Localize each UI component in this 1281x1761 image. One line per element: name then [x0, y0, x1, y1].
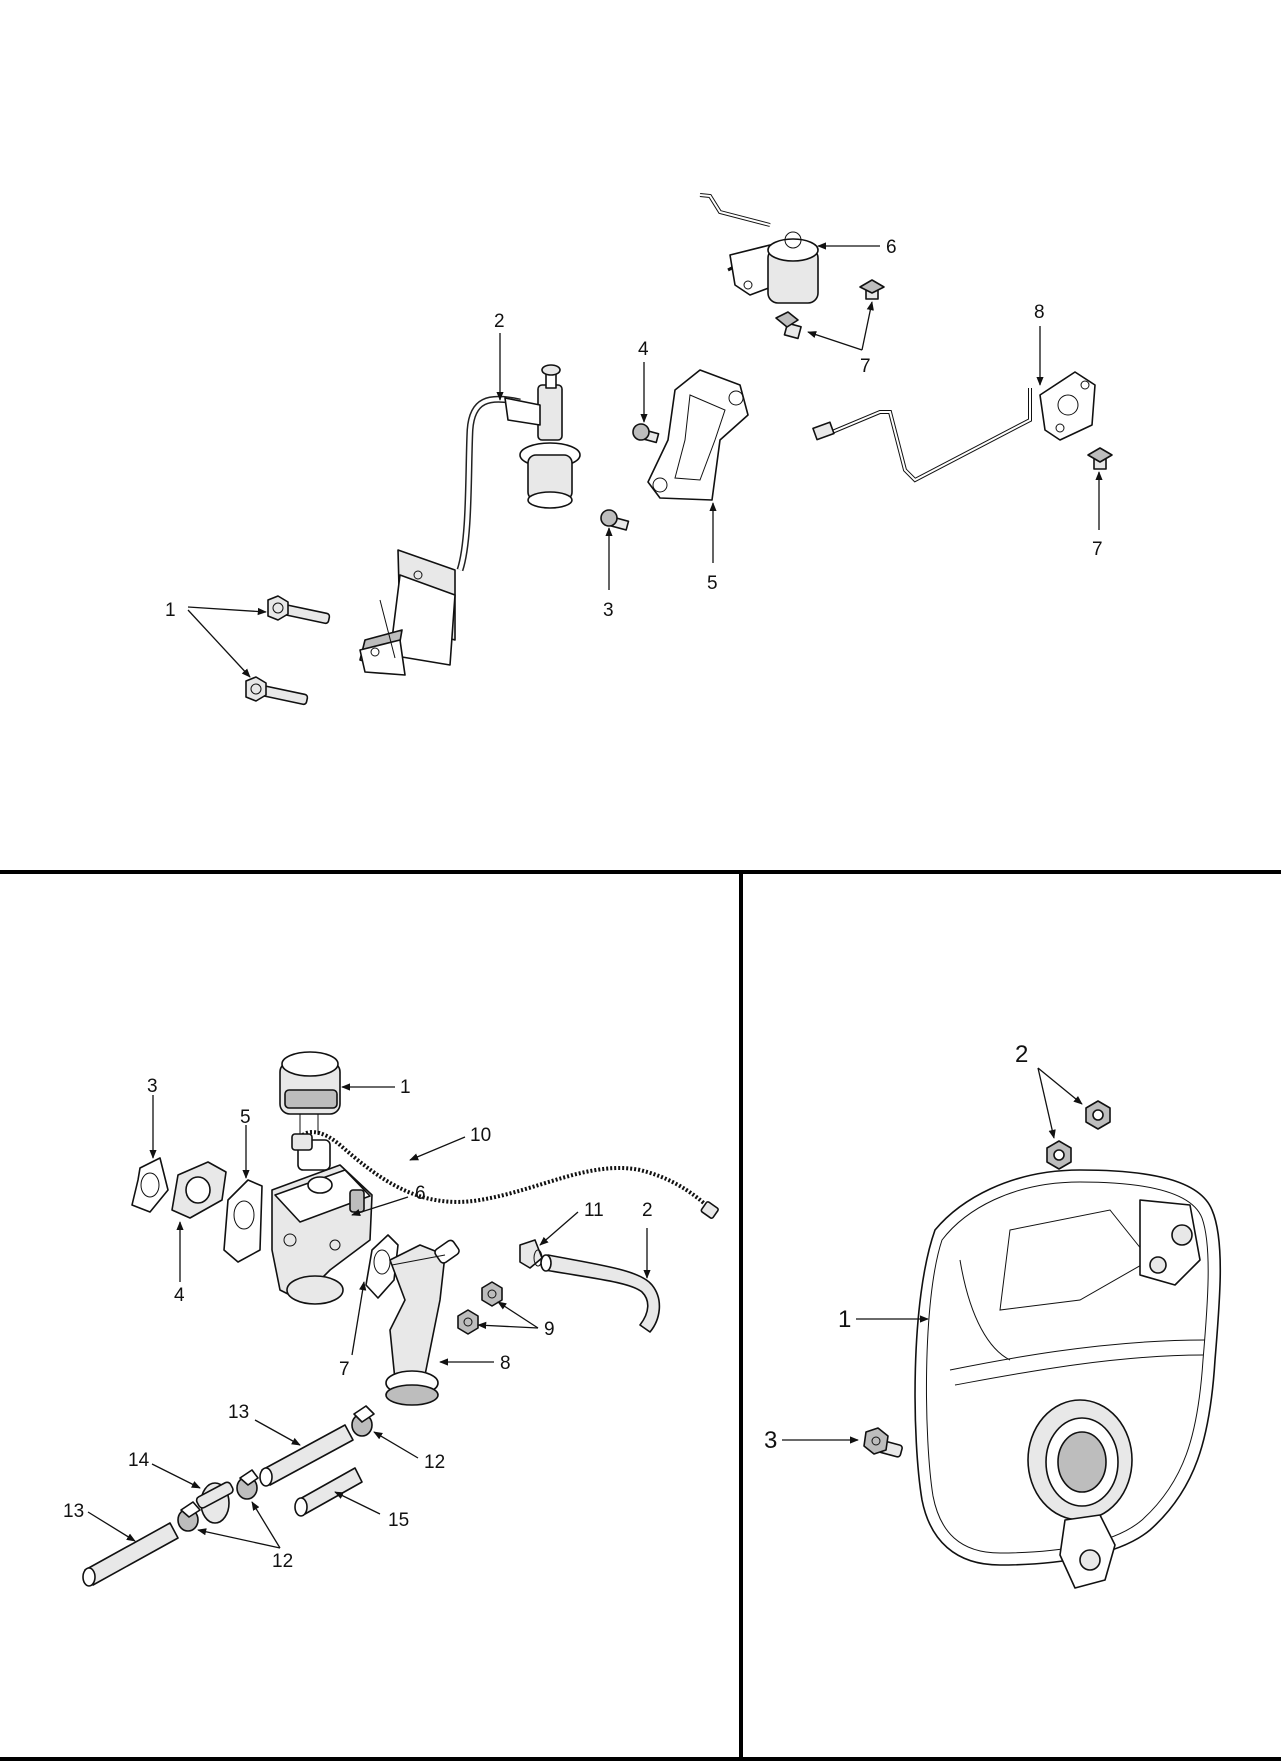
nut-9-lower: [458, 1310, 478, 1334]
screw-7-mid: [776, 312, 801, 338]
spacer-4: [172, 1162, 226, 1218]
callout-carb-5: 5: [240, 1107, 251, 1128]
callout-carb-8: 8: [500, 1353, 511, 1374]
spark-plug-cap: [505, 365, 580, 508]
muffler-nut-lower: [1047, 1141, 1071, 1169]
callout-carb-6: 6: [415, 1183, 426, 1204]
muffler-section: 1 2 3: [764, 1041, 1220, 1588]
carburetor-section: 1 2 3 4 5 6 7 8 9 10 11 12 12 13 13 14 1…: [63, 1052, 719, 1586]
callout-ign-8: 8: [1034, 302, 1045, 323]
callout-carb-15: 15: [388, 1510, 409, 1531]
muffler-body: [915, 1170, 1220, 1588]
callout-ign-6: 6: [886, 237, 897, 258]
fuel-hose-2: [541, 1255, 659, 1332]
solenoid: [700, 195, 818, 303]
callout-ign-4: 4: [638, 339, 649, 360]
hose-13-lower: [83, 1523, 178, 1586]
callout-ign-1: 1: [165, 600, 176, 621]
ignition-coil: [360, 399, 520, 675]
screw-3: [601, 510, 628, 530]
ignition-section: 1 2 3 4 5 6 7 7 8: [165, 195, 1112, 705]
callout-carb-1: 1: [400, 1077, 411, 1098]
callout-carb-3: 3: [147, 1076, 158, 1097]
callout-muf-1: 1: [838, 1306, 851, 1333]
switch-rod: [813, 388, 1030, 480]
screw-4: [633, 424, 659, 442]
clamp-12-top: [352, 1406, 374, 1436]
callout-ign-3: 3: [603, 600, 614, 621]
callout-carb-11: 11: [584, 1200, 604, 1221]
callout-muf-2: 2: [1015, 1041, 1028, 1068]
choke-actuator: [280, 1052, 340, 1135]
muffler-bolt: [864, 1428, 903, 1457]
callout-muf-3: 3: [764, 1427, 777, 1454]
callout-carb-12b: 12: [272, 1551, 293, 1572]
callout-carb-13a: 13: [228, 1402, 249, 1423]
callout-carb-12a: 12: [424, 1452, 445, 1473]
hose-15: [295, 1468, 362, 1516]
bracket-plate: [648, 370, 748, 500]
callout-carb-7: 7: [339, 1359, 350, 1380]
gasket-5: [224, 1180, 262, 1262]
callout-ign-7a: 7: [860, 356, 871, 377]
fuel-filter: [195, 1481, 234, 1523]
callout-ign-2: 2: [494, 311, 505, 332]
muffler-nut-upper: [1086, 1101, 1110, 1129]
gasket-3: [132, 1158, 168, 1212]
intake-elbow: [386, 1239, 461, 1405]
callout-carb-9: 9: [544, 1319, 555, 1340]
ignition-bolt-upper: [268, 596, 330, 624]
callout-carb-4: 4: [174, 1285, 185, 1306]
callout-ign-7b: 7: [1092, 539, 1103, 560]
screw-7-right: [1088, 448, 1112, 469]
screw-7-upper: [860, 280, 884, 299]
carburetor-body: [272, 1140, 372, 1304]
clip-11: [520, 1240, 542, 1268]
callout-carb-13b: 13: [63, 1501, 84, 1522]
callout-ign-5: 5: [707, 573, 718, 594]
clamp-12-mid: [237, 1470, 258, 1499]
callout-carb-2: 2: [642, 1200, 653, 1221]
switch: [1040, 372, 1095, 440]
clamp-12-left: [178, 1502, 200, 1531]
ignition-bolt-lower: [246, 677, 308, 705]
callout-carb-14: 14: [128, 1450, 150, 1471]
callout-carb-10: 10: [470, 1125, 491, 1146]
